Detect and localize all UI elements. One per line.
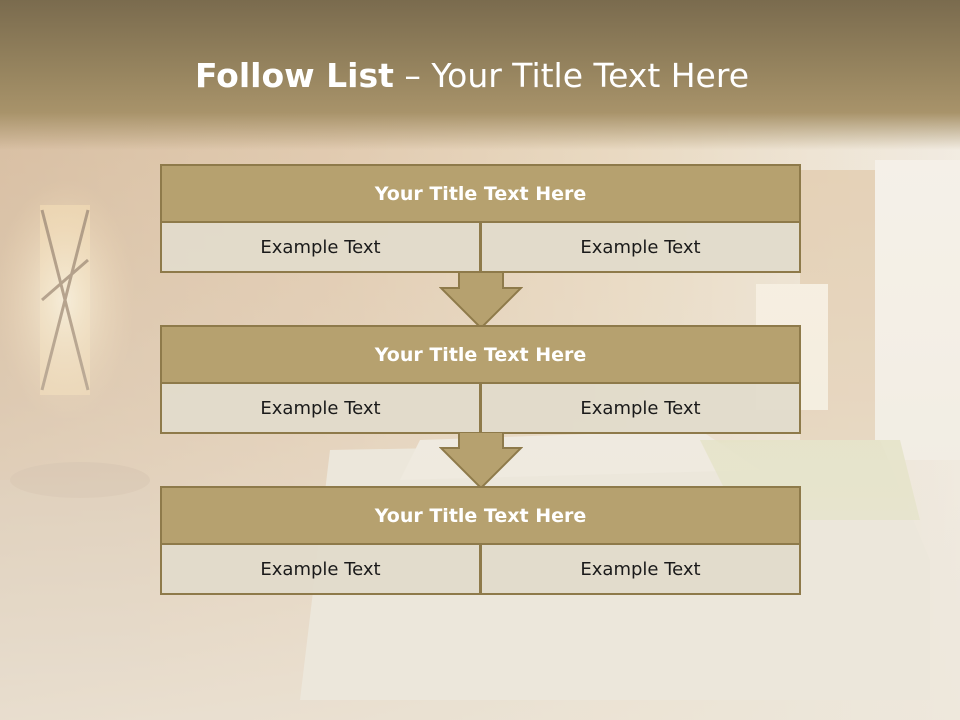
block-cell-right: Example Text [480, 543, 801, 595]
block-cell-left: Example Text [160, 221, 481, 273]
block-heading: Your Title Text Here [160, 164, 801, 223]
list-block-3: Your Title Text Here Example Text Exampl… [160, 486, 801, 595]
list-block-1: Your Title Text Here Example Text Exampl… [160, 164, 801, 273]
slide-title-bold: Follow List [194, 56, 394, 95]
down-arrow-icon [439, 272, 523, 330]
slide-title-rest: – Your Title Text Here [404, 56, 750, 95]
block-cell-left: Example Text [160, 382, 481, 434]
list-block-2: Your Title Text Here Example Text Exampl… [160, 325, 801, 434]
block-cell-right: Example Text [480, 382, 801, 434]
slide-title: Follow List – Your Title Text Here [0, 54, 944, 98]
block-heading: Your Title Text Here [160, 325, 801, 384]
block-heading: Your Title Text Here [160, 486, 801, 545]
block-cell-right: Example Text [480, 221, 801, 273]
down-arrow-icon [439, 432, 523, 490]
title-band [0, 0, 960, 150]
block-cell-left: Example Text [160, 543, 481, 595]
